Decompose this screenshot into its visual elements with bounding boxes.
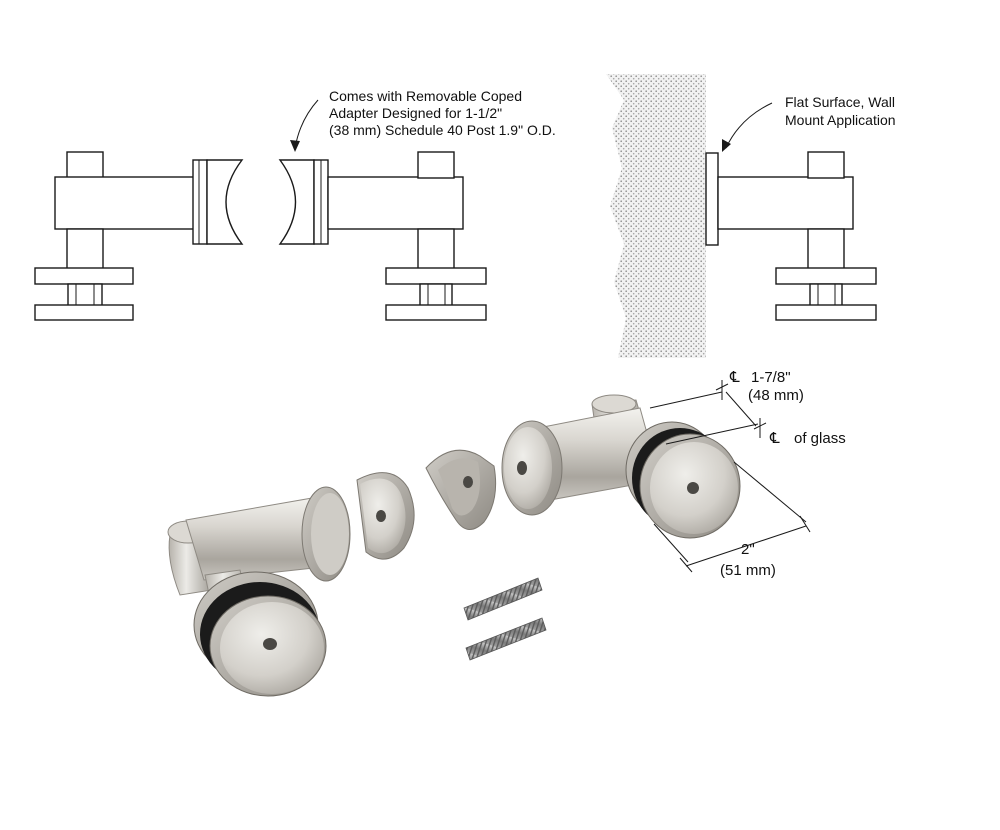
coped-adapter-right xyxy=(425,449,497,530)
coped-adapter-note-line1: Comes with Removable Coped xyxy=(329,88,522,104)
coped-adapter-left xyxy=(356,472,415,560)
post-mount-drawing-left xyxy=(34,151,244,321)
offset-imperial-label: 1-7/8" xyxy=(751,369,791,386)
wall-mount-drawing xyxy=(606,74,877,358)
glass-centerline-symbol: ℄ xyxy=(769,430,780,447)
wall-mount-note-line1: Flat Surface, Wall xyxy=(785,94,895,110)
diameter-dimension: 2" (51 mm) xyxy=(653,461,811,579)
coped-adapter-note-line2: Adapter Designed for 1-1/2" xyxy=(329,105,502,121)
coped-adapter-note-line3: (38 mm) Schedule 40 Post 1.9" O.D. xyxy=(329,122,556,138)
offset-metric-label: (48 mm) xyxy=(748,387,804,404)
diameter-metric-label: (51 mm) xyxy=(720,562,776,579)
coped-adapter-note: Comes with Removable Coped Adapter Desig… xyxy=(329,88,556,138)
coped-adapter-leader xyxy=(294,99,319,149)
wall-mount-note: Flat Surface, Wall Mount Application xyxy=(785,94,899,128)
post-mount-drawing-right xyxy=(278,151,487,321)
offset-centerline-symbol: ℄ xyxy=(729,369,740,386)
wall-mount-arrowhead xyxy=(722,139,731,152)
offset-dimension: ℄ 1-7/8" (48 mm) ℄ of glass xyxy=(649,369,846,447)
wall-mount-leader xyxy=(725,102,773,149)
coped-adapter-arrowhead xyxy=(290,140,300,152)
left-fitting xyxy=(167,486,351,697)
threaded-stud-lower xyxy=(465,617,547,661)
threaded-stud-upper xyxy=(463,577,543,621)
diameter-imperial-label: 2" xyxy=(741,541,755,558)
fitting-photo xyxy=(167,394,741,697)
wall-section xyxy=(606,74,706,358)
glass-centerline-label: of glass xyxy=(794,430,846,447)
wall-mount-note-line2: Mount Application xyxy=(785,112,896,128)
right-fitting xyxy=(501,394,741,539)
